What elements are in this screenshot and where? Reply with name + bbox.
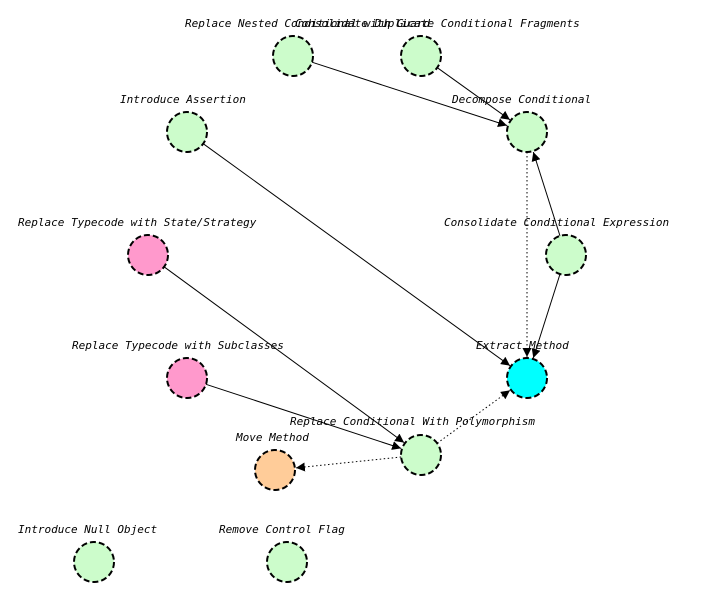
node-label-replace-nested: Replace Nested Conditional with Guard [185, 17, 430, 30]
node-label-decompose-conditional: Decompose Conditional [451, 93, 591, 106]
node-label-move-method: Move Method [235, 431, 309, 444]
node-circle-replace-typecode-state [127, 234, 169, 276]
edges-layer [163, 61, 561, 472]
node-label-remove-control-flag: Remove Control Flag [219, 523, 345, 536]
node-replace-nested: Replace Nested Conditional with Guard [185, 17, 430, 77]
node-circle-move-method [254, 449, 296, 491]
node-decompose-conditional: Decompose Conditional [451, 93, 591, 153]
node-label-replace-typecode-subclasses: Replace Typecode with Subclasses [72, 339, 284, 352]
node-circle-consolidate-duplicate [400, 35, 442, 77]
node-introduce-assertion: Introduce Assertion [120, 93, 246, 153]
node-consolidate-duplicate: Consolidate Duplicate Conditional Fragme… [295, 17, 580, 77]
node-label-replace-typecode-state: Replace Typecode with State/Strategy [18, 216, 257, 229]
edge-consolidate-duplicate-to-decompose-conditional [437, 67, 511, 121]
node-circle-replace-nested [272, 35, 314, 77]
node-extract-method: Extract Method [476, 339, 569, 399]
node-label-introduce-null-object: Introduce Null Object [18, 523, 157, 536]
edge-replace-typecode-state-to-replace-conditional-polymorphism [163, 266, 405, 444]
node-replace-typecode-state: Replace Typecode with State/Strategy [18, 216, 257, 276]
node-circle-introduce-null-object [73, 541, 115, 583]
edge-consolidate-expression-to-decompose-conditional [531, 151, 561, 237]
node-replace-typecode-subclasses: Replace Typecode with Subclasses [72, 339, 284, 399]
node-circle-introduce-assertion [166, 111, 208, 153]
node-circle-decompose-conditional [506, 111, 548, 153]
edge-introduce-assertion-to-extract-method [202, 143, 511, 367]
node-circle-replace-conditional-polymorphism [400, 434, 442, 476]
edge-replace-typecode-subclasses-to-replace-conditional-polymorphism [205, 383, 402, 450]
node-label-consolidate-expression: Consolidate Conditional Expression [444, 216, 669, 229]
node-circle-consolidate-expression [545, 234, 587, 276]
node-label-introduce-assertion: Introduce Assertion [120, 93, 246, 106]
node-label-consolidate-duplicate: Consolidate Duplicate Conditional Fragme… [295, 17, 580, 30]
node-circle-extract-method [506, 357, 548, 399]
edge-replace-conditional-polymorphism-to-move-method [295, 456, 402, 472]
node-circle-remove-control-flag [266, 541, 308, 583]
node-remove-control-flag: Remove Control Flag [219, 523, 345, 583]
node-introduce-null-object: Introduce Null Object [18, 523, 157, 583]
node-move-method: Move Method [235, 431, 309, 491]
node-label-extract-method: Extract Method [476, 339, 569, 352]
nodes-layer: Replace Nested Conditional with GuardCon… [18, 17, 669, 583]
node-label-replace-conditional-polymorphism: Replace Conditional With Polymorphism [290, 415, 535, 428]
node-consolidate-expression: Consolidate Conditional Expression [444, 216, 669, 276]
node-replace-conditional-polymorphism: Replace Conditional With Polymorphism [290, 415, 535, 476]
edge-replace-conditional-polymorphism-to-extract-method [436, 389, 511, 444]
node-circle-replace-typecode-subclasses [166, 357, 208, 399]
edge-replace-nested-to-decompose-conditional [311, 61, 508, 128]
edge-consolidate-expression-to-extract-method [531, 273, 561, 359]
